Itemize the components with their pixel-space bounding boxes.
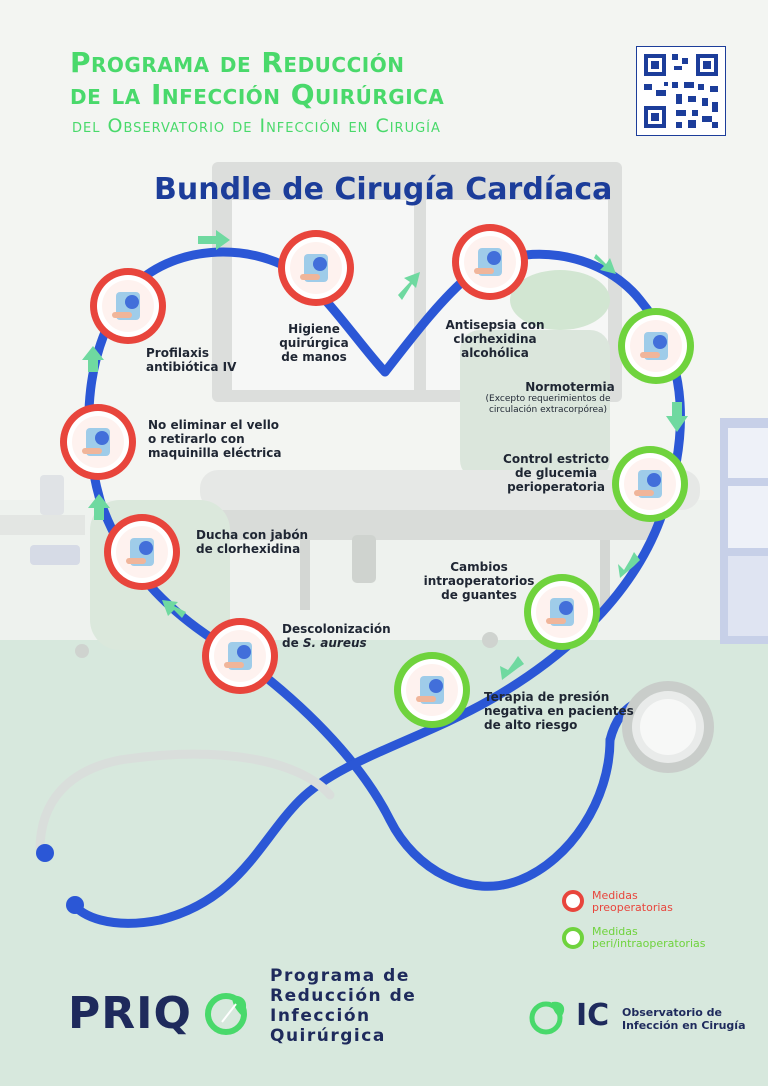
negative-pressure-icon: [394, 652, 470, 728]
glucometer-icon: [612, 446, 688, 522]
legend-peri-marker: [562, 927, 584, 949]
priq-leaf-icon: [205, 993, 247, 1035]
program-subtitle: del Observatorio de Infección en Cirugía: [72, 115, 441, 137]
oic-logo: IC: [576, 998, 610, 1033]
priq-program-text: Programa de Reducción de Infección Quirú…: [270, 966, 417, 1046]
clipper-icon: [60, 404, 136, 480]
antisepsia-icon: [452, 224, 528, 300]
iv-syringe-icon: [90, 268, 166, 344]
earpiece-right: [66, 896, 84, 914]
observatorio-text: Observatorio de Infección en Cirugía: [622, 1006, 746, 1032]
shower-icon: [104, 514, 180, 590]
nasal-swab-icon: [202, 618, 278, 694]
oic-leaf-icon: [529, 1001, 565, 1035]
thermometer-icon: [618, 308, 694, 384]
earpiece-left: [36, 844, 54, 862]
program-title-line2: de la Infección Quirúrgica: [70, 78, 445, 111]
bundle-title: Bundle de Cirugía Cardíaca: [154, 172, 613, 207]
legend-markers: [562, 890, 584, 949]
flow-arrows: [82, 230, 688, 680]
chestpiece-icon: [622, 681, 714, 773]
qr-code-icon[interactable]: [636, 46, 726, 136]
priq-logo: PRIQ: [68, 988, 192, 1039]
program-title-line1: Programa de Reducción: [70, 46, 405, 79]
gloves-icon: [524, 574, 600, 650]
step-label-4: Normotermia: [525, 380, 615, 394]
legend-pre-marker: [562, 890, 584, 912]
step-label-8: Descolonización de S. aureus: [282, 622, 391, 650]
handwash-icon: [278, 230, 354, 306]
